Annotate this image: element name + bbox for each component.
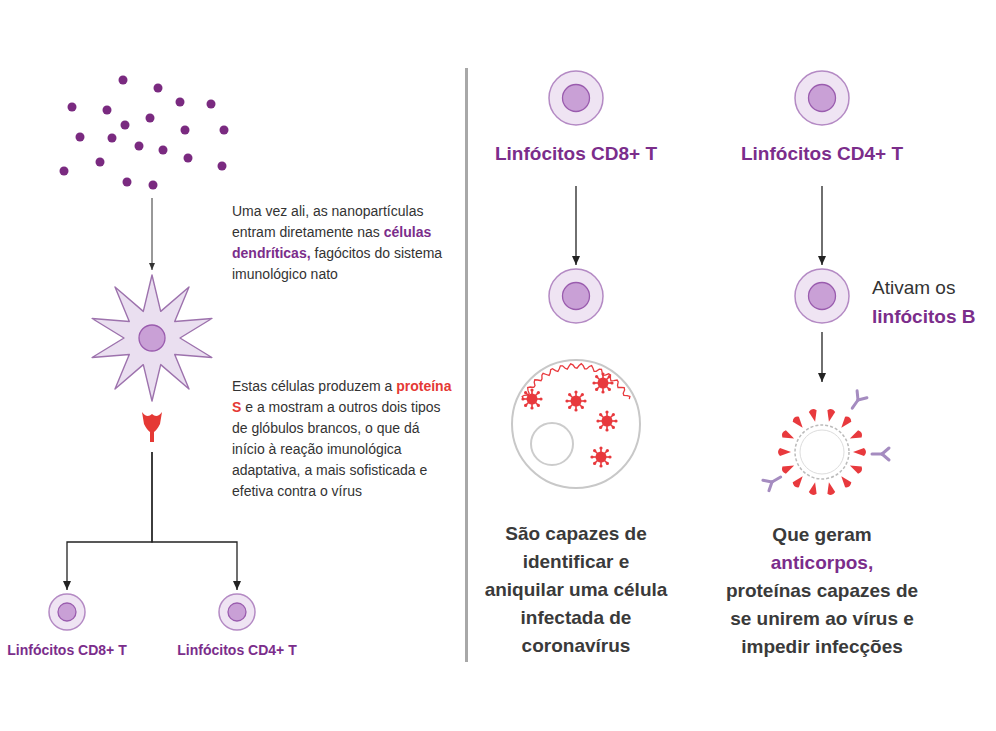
node-text: anticorpos, <box>716 549 928 577</box>
node-shape <box>218 593 256 631</box>
text-block: Linfócitos CD4+ T <box>173 641 301 659</box>
nanoparticles <box>60 76 229 190</box>
text-block: São capazes de identificar e aniquilar u… <box>483 520 669 660</box>
shape-outline <box>140 410 164 444</box>
connector-arrow <box>575 186 576 265</box>
shape-outline <box>794 268 850 324</box>
lymphocyte-cd8: Linfócitos CD8+ T <box>548 70 604 126</box>
lymphocyte-cd4: Linfócitos CD4+ T <box>794 70 850 126</box>
shape-outline <box>548 268 604 324</box>
activated-cd4: Ativam oslinfócitos B <box>794 268 850 324</box>
node-text: Linfócitos CD4+ T <box>173 641 301 659</box>
shape-outline <box>757 385 887 519</box>
node-text: Que geram <box>716 521 928 549</box>
lymphocyte-cd4: Linfócitos CD4+ T <box>218 593 256 631</box>
lymphocyte-cd8: Linfócitos CD8+ T <box>48 593 86 631</box>
node-text: Estas células produzem a <box>232 378 392 394</box>
node-text: proteínas capazes de se unirem ao vírus … <box>716 577 928 661</box>
node-shape <box>794 268 850 324</box>
node-text: e a mostram a outros dois tipos de glóbu… <box>232 399 441 499</box>
text-block: Linfócitos CD8+ T <box>3 641 131 659</box>
connector-arrow <box>821 332 822 382</box>
node-shape <box>87 273 217 403</box>
text-block: Ativam oslinfócitos B <box>872 273 996 331</box>
shape-outline <box>48 593 86 631</box>
node-shape <box>48 593 86 631</box>
node-text: Linfócitos CD8+ T <box>3 641 131 659</box>
shape-outline <box>87 273 217 403</box>
node-shape <box>794 70 850 126</box>
text-block: Linfócitos CD8+ T <box>456 142 696 166</box>
shape-outline <box>548 70 604 126</box>
connector-arrow <box>152 452 237 590</box>
node-shape <box>757 385 887 519</box>
connector-arrow <box>821 186 822 265</box>
node-text: Linfócitos CD4+ T <box>702 142 942 166</box>
text-block: Estas células produzem aproteína Se a mo… <box>232 376 452 502</box>
spike-protein: Estas células produzem aproteína Se a mo… <box>140 410 164 444</box>
node-shape <box>548 70 604 126</box>
node-text: Linfócitos CD8+ T <box>456 142 696 166</box>
text-block: Que geramanticorpos,proteínas capazes de… <box>716 521 928 661</box>
dendritic-cell: Uma vez ali, as nanopartículas entram di… <box>87 273 217 403</box>
text-block: Uma vez ali, as nanopartículas entram di… <box>232 201 452 285</box>
node-shape <box>140 410 164 444</box>
node-text: Ativam os <box>872 273 996 302</box>
node-text: São capazes de identificar e aniquilar u… <box>483 520 669 660</box>
activated-cd8: São capazes de identificar e aniquilar u… <box>548 268 604 324</box>
shape-outline <box>218 593 256 631</box>
shape-outline <box>794 70 850 126</box>
panel-divider <box>465 68 468 662</box>
text-block: Linfócitos CD4+ T <box>702 142 942 166</box>
coronavirus-antibodies: Que geramanticorpos,proteínas capazes de… <box>757 385 887 519</box>
uptake-arrow <box>152 198 153 270</box>
node-shape <box>548 268 604 324</box>
node-text: linfócitos B <box>872 302 996 331</box>
infected-cell <box>508 356 644 492</box>
connector-arrow <box>67 452 152 590</box>
